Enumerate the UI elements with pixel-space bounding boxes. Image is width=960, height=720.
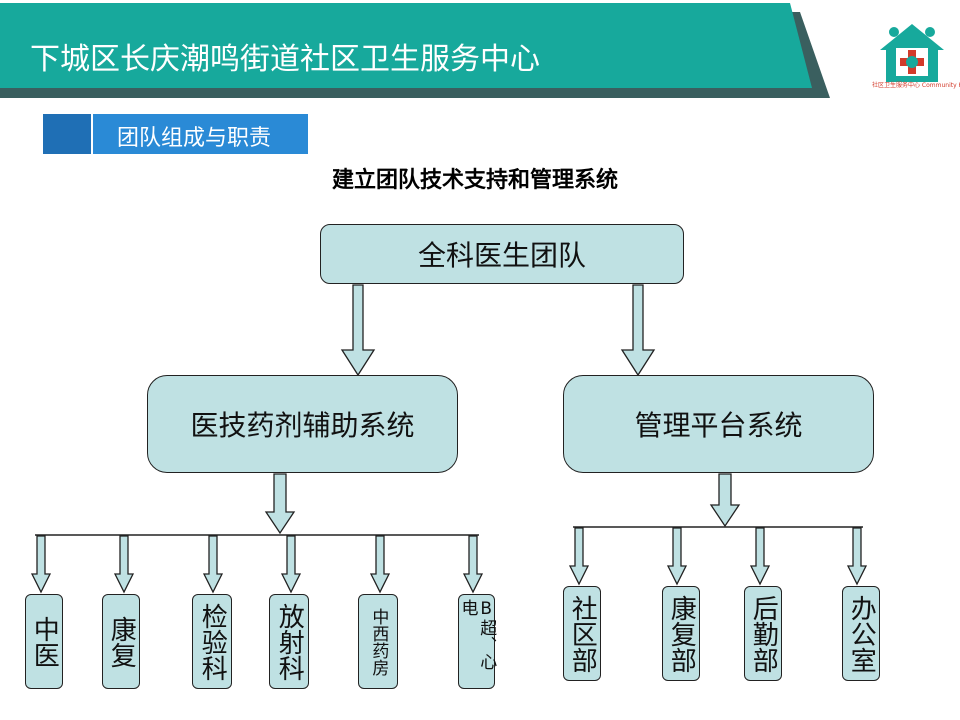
leaf-pharmacy: 中西药房: [358, 594, 398, 689]
arrow-root-left: [340, 284, 376, 377]
management-node: 管理平台系统: [563, 375, 874, 473]
logo-caption: 社区卫生服务中心 Community Health Center: [872, 82, 960, 89]
header-banner: [0, 3, 830, 98]
leaf-ultrasound-ecg: B超、心电: [458, 594, 496, 689]
leaf-radiology: 放射科: [269, 594, 309, 689]
arrow-right-down: [709, 473, 741, 528]
leaf-community-dept: 社区部: [563, 586, 601, 681]
leaf-rehab-dept: 康复部: [662, 586, 700, 681]
leaf-tcm: 中医: [25, 594, 63, 689]
arrow-leaf-10: [846, 527, 868, 586]
medtech-pharmacy-node: 医技药剂辅助系统: [147, 375, 458, 473]
banner-fill: [0, 3, 812, 88]
leaf-rehab: 康复: [102, 594, 140, 689]
leaf-lab: 检验科: [192, 594, 232, 689]
diagram-subtitle: 建立团队技术支持和管理系统: [332, 168, 619, 193]
leaf-office: 办公室: [842, 586, 880, 681]
arrow-leaf-8: [666, 527, 688, 586]
arrow-leaf-1: [30, 535, 52, 594]
section-tab: [93, 114, 308, 154]
section-label: 团队组成与职责: [117, 126, 272, 151]
section-marker: [43, 114, 91, 154]
leaf-logistics-dept: 后勤部: [744, 586, 782, 681]
arrow-leaf-5: [369, 535, 391, 594]
page-title: 下城区长庆潮鸣街道社区卫生服务中心: [30, 42, 540, 77]
community-health-logo-icon: [880, 24, 944, 82]
arrow-root-right: [620, 284, 656, 377]
arrow-leaf-3: [202, 535, 224, 594]
arrow-leaf-4: [280, 535, 302, 594]
arrow-leaf-2: [113, 535, 135, 594]
arrow-left-down: [264, 473, 296, 535]
arrow-leaf-7: [568, 527, 590, 586]
arrow-leaf-9: [749, 527, 771, 586]
arrow-leaf-6: [462, 535, 484, 594]
root-node: 全科医生团队: [320, 224, 684, 284]
